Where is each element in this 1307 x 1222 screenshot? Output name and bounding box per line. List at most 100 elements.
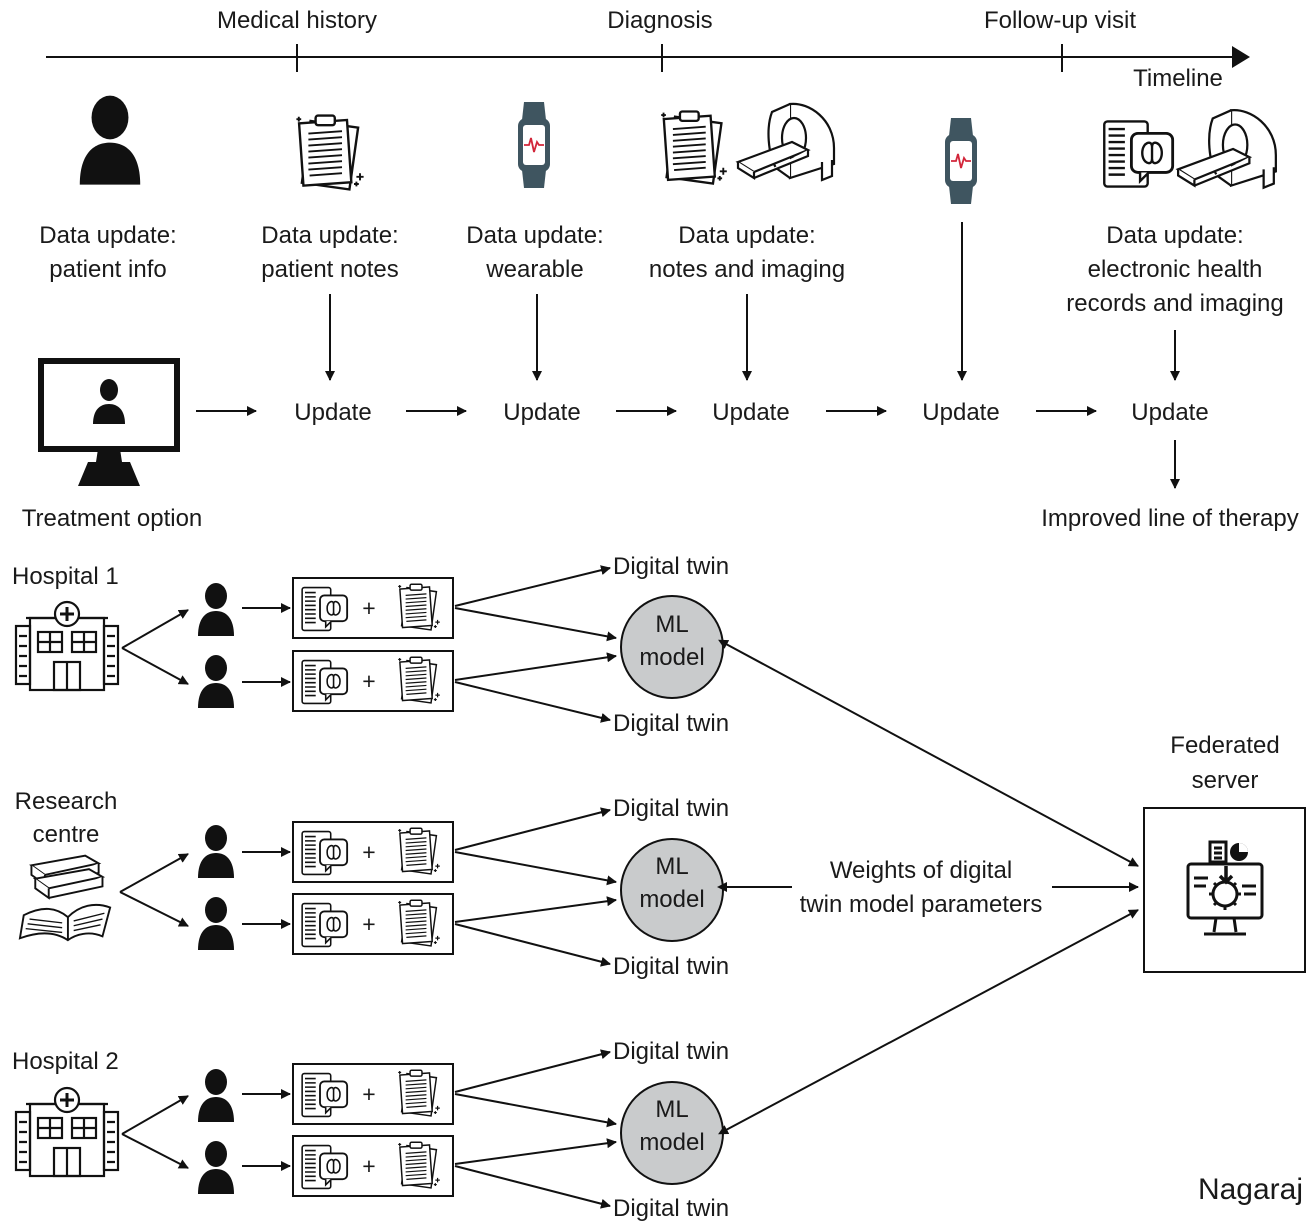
weights-label-bg [792,852,1052,918]
branch-arrow [121,609,189,649]
branch-arrow [121,647,189,685]
patient-icon [198,825,234,878]
weight-arrow [718,909,1139,1135]
data-update-label: notes and imaging [649,256,845,283]
patient-icon [198,897,234,950]
data-update-label: patient info [49,256,166,283]
smartwatch-icon [517,101,551,189]
update-node: Update [294,399,371,426]
digital-twin-label: Digital twin [613,1195,729,1222]
update-chain: Update Update Update Update Update Treat… [22,361,1299,532]
credit-label: Nagaraj [1198,1173,1303,1206]
site-label-research: centre [33,821,100,848]
patient-icon [198,583,234,636]
milestone-medical-history: Medical history [217,7,377,34]
site-label-hospital-2: Hospital 2 [12,1048,119,1075]
weight-exchange: Weights of digital twin model parameters [717,639,1139,1135]
ml-model-label: ML [655,1096,688,1123]
branch-arrow [121,1095,189,1135]
weight-arrow [718,639,1139,867]
federated-server: Federated server [1143,732,1306,973]
data-update-labels: Data update: patient info Data update: p… [39,222,1283,317]
ml-model-label: model [639,1129,704,1156]
update-node: Update [1131,399,1208,426]
model-arrow [454,851,617,886]
update-node: Update [712,399,789,426]
model-arrow [454,1093,617,1128]
clipboard-icon [659,110,729,185]
federated-server-label: server [1192,767,1259,794]
plus-sign: + [362,595,375,621]
twin-arrow [454,1049,611,1093]
milestone-follow-up: Follow-up visit [984,7,1136,34]
data-update-label: Data update: [466,222,603,249]
update-node: Update [503,399,580,426]
ml-model-label: model [639,886,704,913]
data-update-label: Data update: [39,222,176,249]
plus-sign: + [362,1081,375,1107]
data-update-label: patient notes [261,256,398,283]
model-arrow [454,1138,617,1165]
smartwatch-icon [944,117,978,205]
data-update-label: Data update: [261,222,398,249]
data-update-label: electronic health [1088,256,1263,283]
treatment-option-label: Treatment option [22,505,203,532]
digital-twin-label: Digital twin [613,953,729,980]
model-arrow [454,652,617,681]
digital-twin-label: Digital twin [613,1038,729,1065]
digital-twin-label: Digital twin [613,710,729,737]
twin-arrow [454,923,611,967]
research-centre-group: Research centre + + Digital twin Digital… [15,788,729,980]
data-update-arrows [325,222,1180,381]
data-update-label: Data update: [1106,222,1243,249]
ehr-brain-icon [1102,119,1175,189]
weights-label: twin model parameters [800,891,1043,918]
mri-scanner-icon [1176,109,1277,189]
federated-server-label: Federated [1170,732,1279,759]
timeline-arrowhead [1232,46,1250,68]
mri-scanner-icon [736,102,836,182]
timeline-label: Timeline [1133,65,1223,92]
patient-icon [198,1141,234,1194]
data-update-label: wearable [485,256,583,283]
weights-label: Weights of digital [830,857,1012,884]
data-update-label: records and imaging [1066,290,1283,317]
ml-model-label: ML [655,611,688,638]
hospital-icon [14,600,120,692]
patient-icon [79,95,141,185]
data-update-label: Data update: [678,222,815,249]
branch-arrow [119,891,189,927]
federated-server-box [1143,807,1306,973]
monitor-icon [41,361,177,486]
clipboard-icon [294,114,366,191]
timeline: Medical history Diagnosis Follow-up visi… [46,7,1250,92]
model-arrow [454,896,617,923]
top-icons [79,95,1277,205]
site-label-research: Research [15,788,118,815]
plus-sign: + [362,839,375,865]
model-arrow [454,607,617,642]
branch-arrow [119,853,189,893]
milestone-diagnosis: Diagnosis [607,7,712,34]
hospital-2-group: Hospital 2 + + Digital twin Digital twin… [12,1038,729,1222]
twin-arrow [454,565,611,607]
site-label-hospital-1: Hospital 1 [12,563,119,590]
plus-sign: + [362,911,375,937]
patient-icon [198,655,234,708]
plus-sign: + [362,1153,375,1179]
twin-arrow [454,681,611,723]
hospital-icon [14,1086,120,1178]
update-node: Update [922,399,999,426]
twin-arrow [454,807,611,851]
plus-sign: + [362,668,375,694]
twin-arrow [454,1165,611,1209]
improved-therapy-label: Improved line of therapy [1041,505,1298,532]
ml-model-label: model [639,644,704,671]
digital-twin-label: Digital twin [613,553,729,580]
branch-arrow [121,1133,189,1169]
patient-icon [198,1069,234,1122]
digital-twin-label: Digital twin [613,795,729,822]
ml-model-label: ML [655,853,688,880]
books-icon [18,854,112,942]
